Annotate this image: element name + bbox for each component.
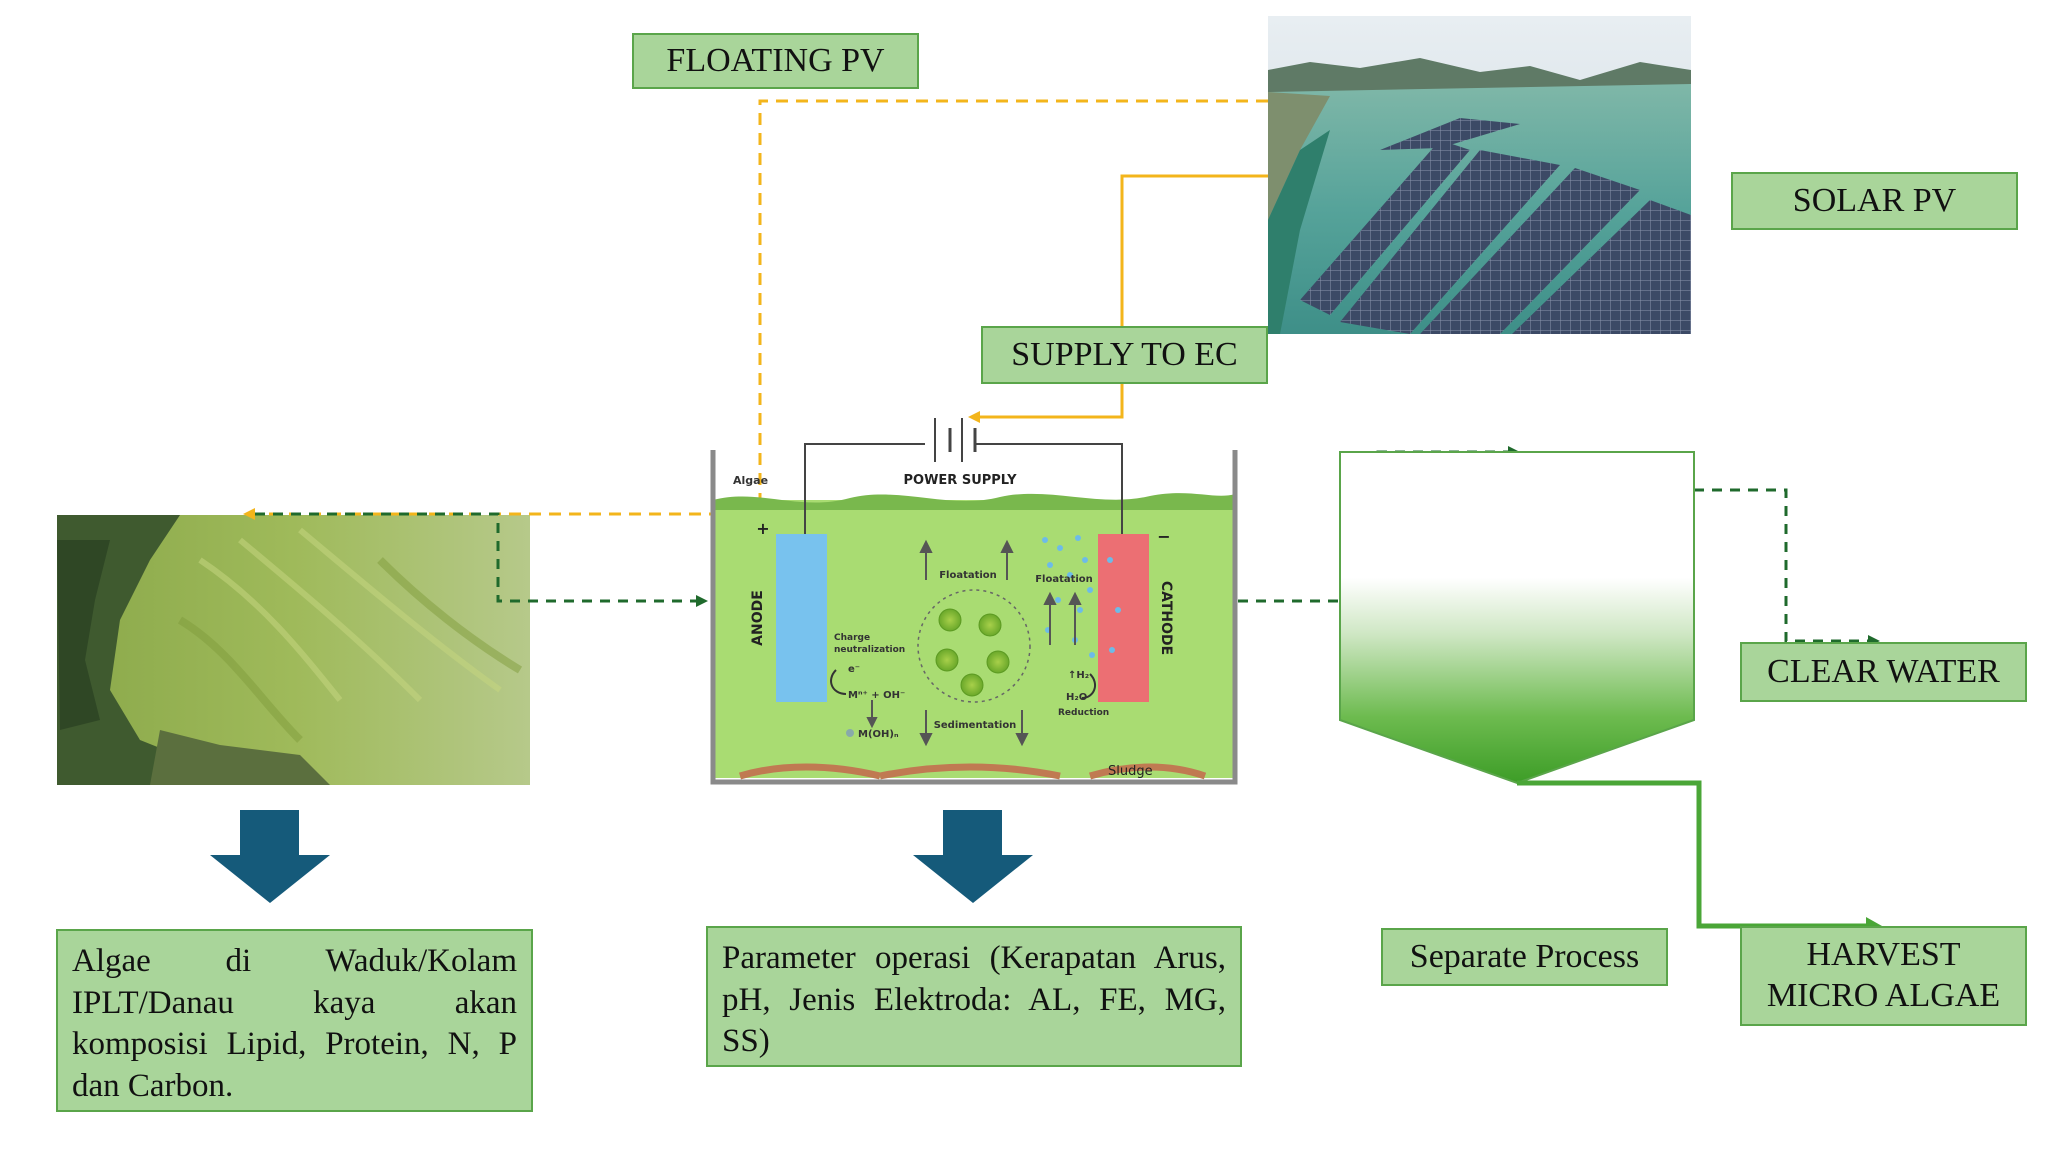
algae-source-text: Algae di Waduk/Kolam IPLT/Danau kaya aka… <box>72 943 517 1104</box>
electron-text: e⁻ <box>848 664 860 675</box>
operating-parameters-text: Parameter operasi (Kerapatan Arus, pH, J… <box>722 940 1226 1060</box>
harvest-line-2: MICRO ALGAE <box>1766 977 2001 1014</box>
floatation-right-text: Floatation <box>1035 574 1093 585</box>
metal-ion-text: Mⁿ⁺ + OH⁻ <box>848 690 905 701</box>
harvest-micro-algae-label: HARVEST MICRO ALGAE <box>1740 926 2027 1026</box>
charge-text: Charge <box>834 633 870 643</box>
sedimentation-text: Sedimentation <box>934 720 1017 731</box>
cathode-text: CATHODE <box>1158 581 1174 655</box>
plus-sign: + <box>756 519 769 538</box>
floating-solar-photo <box>1268 16 1691 334</box>
electrocoagulation-cell: POWER SUPPLY Algae + − ANODE CATHODE Flo… <box>710 418 1238 785</box>
supply-to-ec-label: SUPPLY TO EC <box>981 326 1268 384</box>
hydrogen-text: ↑H₂ <box>1068 670 1089 681</box>
solar-pv-label: SOLAR PV <box>1731 172 2018 230</box>
water-text: H₂O <box>1066 692 1087 703</box>
minus-sign: − <box>1157 527 1170 546</box>
power-lines <box>243 99 1268 520</box>
battery-icon <box>934 418 977 462</box>
floatation-center-text: Floatation <box>939 570 997 581</box>
sludge-text: Sludge <box>1108 764 1153 779</box>
anode-text: ANODE <box>750 590 766 646</box>
floating-pv-label: FLOATING PV <box>632 33 919 89</box>
reduction-text: Reduction <box>1058 708 1109 718</box>
hydroxide-text: M(OH)ₙ <box>858 729 899 740</box>
separate-process-label: Separate Process <box>1381 928 1668 986</box>
operating-parameters-description: Parameter operasi (Kerapatan Arus, pH, J… <box>706 926 1242 1067</box>
power-supply-text: POWER SUPPLY <box>904 473 1018 488</box>
algae-bloom-photo <box>57 515 530 785</box>
neutralization-text: neutralization <box>834 645 905 655</box>
clear-water-label: CLEAR WATER <box>1740 642 2027 702</box>
down-arrow-icon <box>913 810 1033 903</box>
down-arrow-icon <box>210 810 330 903</box>
algae-text: Algae <box>733 474 768 487</box>
harvest-line-1: HARVEST <box>1806 936 1961 974</box>
algae-source-description: Algae di Waduk/Kolam IPLT/Danau kaya aka… <box>56 929 533 1112</box>
